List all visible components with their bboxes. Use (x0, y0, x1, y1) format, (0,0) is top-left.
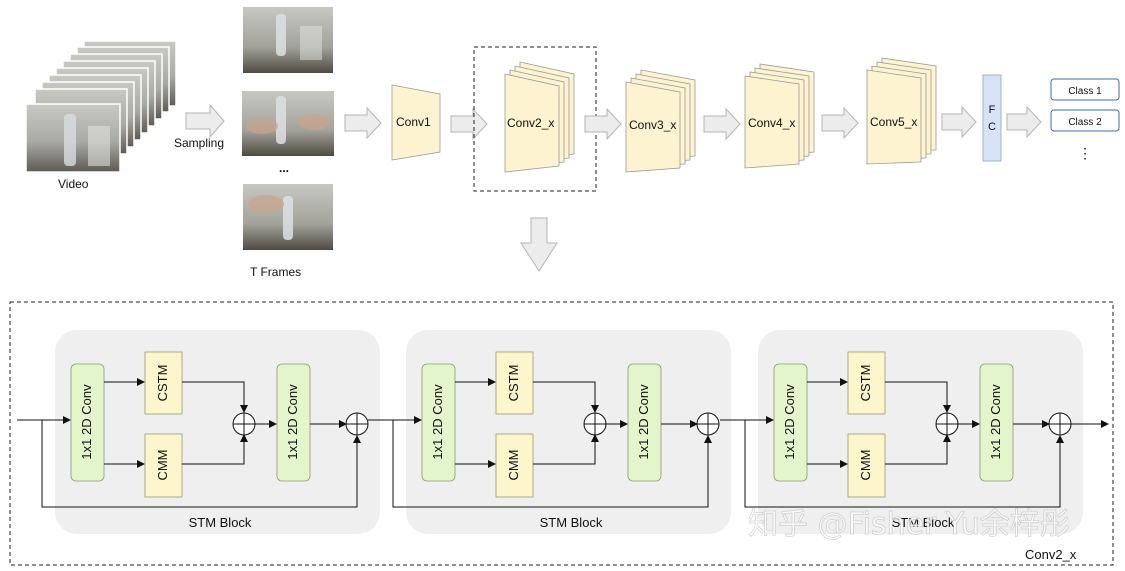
inner-sum-node (232, 412, 256, 436)
skip-connection (392, 420, 712, 508)
arrow-to-conv4 (703, 107, 741, 141)
sampled-frame-3 (243, 184, 333, 250)
fc-layer (982, 74, 1002, 162)
arrow-cstm-to-sum (885, 381, 951, 413)
conv5x-label: Conv5_x (870, 115, 917, 129)
arrow-cmm-to-sum (182, 434, 248, 465)
fc-label-f: F (989, 104, 996, 116)
cmm-label: CMM (858, 449, 873, 480)
residual-sum-node (345, 412, 369, 436)
cstm-label: CSTM (155, 365, 170, 402)
fc-label-c: C (988, 121, 996, 133)
cmm-label: CMM (155, 449, 170, 480)
cmm-label: CMM (506, 449, 521, 480)
stm-block-label: STM Block (189, 515, 252, 530)
arrow-to-conv1 (344, 106, 382, 140)
arrow-to-conv2 (450, 107, 488, 141)
arrow-to-classes (1006, 105, 1042, 139)
class-2-label: Class 2 (1068, 117, 1102, 128)
class-1-box (1050, 78, 1120, 101)
inner-sum-node (935, 412, 959, 436)
sampling-arrow (185, 103, 225, 139)
conv1-block (391, 84, 441, 161)
classes-ellipsis: ⋮ (1078, 145, 1092, 161)
watermark: 知乎 @Fisher Yu余梓彤 (748, 507, 1070, 542)
stm-block-label: STM Block (540, 515, 603, 530)
cstm-module (847, 351, 886, 415)
conv2x-stack (504, 61, 575, 173)
conv-1x1-input-label: 1x1 2D Conv (430, 384, 445, 460)
arrow-cstm-to-sum (182, 381, 248, 413)
conv3x-label: Conv3_x (629, 118, 676, 132)
frames-ellipsis: ... (279, 161, 289, 175)
cstm-label: CSTM (506, 365, 521, 402)
conv-1x1-input-label: 1x1 2D Conv (79, 384, 94, 460)
residual-sum-node (1048, 412, 1072, 436)
arrow-to-conv3 (584, 107, 622, 141)
conv-1x1-input (421, 363, 456, 482)
conv-1x1-output-label: 1x1 2D Conv (988, 384, 1003, 460)
residual-sum-node (696, 412, 720, 436)
cstm-module (495, 351, 534, 415)
sampled-frame-1 (243, 7, 333, 73)
expand-down-arrow (520, 217, 558, 272)
cmm-module (495, 433, 534, 498)
stm-block-label: STM Block (892, 515, 955, 530)
skip-connection (41, 420, 361, 508)
conv-1x1-input (773, 363, 808, 482)
sampled-frame-2 (242, 91, 334, 156)
conv-1x1-output (276, 363, 311, 482)
conv-1x1-input-label: 1x1 2D Conv (782, 384, 797, 460)
conv-1x1-output (979, 363, 1014, 482)
conv5x-stack (866, 57, 937, 165)
conv4x-label: Conv4_x (748, 116, 795, 130)
conv1-label: Conv1 (396, 115, 431, 129)
frames-label: T Frames (250, 265, 301, 279)
cmm-module (847, 433, 886, 498)
class-2-box (1050, 109, 1120, 132)
conv-1x1-output-label: 1x1 2D Conv (285, 384, 300, 460)
video-frame-stack (25, 40, 177, 173)
arrow-cmm-to-sum (885, 434, 951, 465)
class-1-label: Class 1 (1068, 86, 1102, 97)
skip-connection (744, 420, 1064, 508)
conv-1x1-input (70, 363, 105, 482)
sampling-label: Sampling (174, 136, 224, 150)
cstm-label: CSTM (858, 365, 873, 402)
cmm-module (144, 433, 183, 498)
conv3x-stack (625, 69, 696, 173)
video-label: Video (58, 177, 89, 191)
arrow-cmm-to-sum (533, 434, 599, 465)
detail-stage-label: Conv2_x (1025, 547, 1077, 562)
inner-sum-node (583, 412, 607, 436)
conv2x-detail-box (9, 301, 1114, 566)
conv4x-stack (744, 63, 815, 169)
conv2x-label: Conv2_x (507, 116, 554, 130)
cstm-module (144, 351, 183, 415)
arrow-to-fc (941, 105, 977, 139)
arrow-to-conv5 (821, 106, 859, 140)
arrow-cstm-to-sum (533, 381, 599, 413)
conv-1x1-output (627, 363, 662, 482)
conv-1x1-output-label: 1x1 2D Conv (636, 384, 651, 460)
